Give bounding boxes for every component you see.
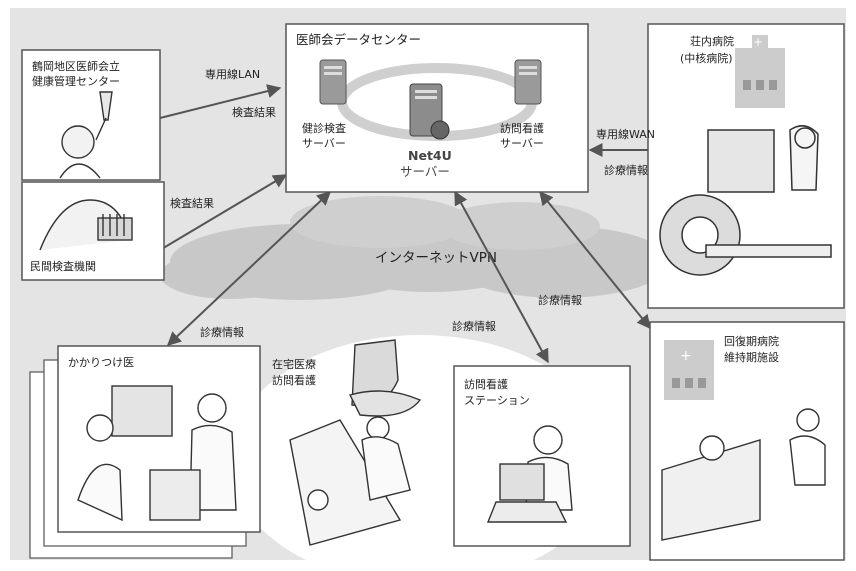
label-info-1: 診療情報 — [604, 163, 648, 177]
link-tsuruoka-center — [151, 84, 282, 121]
homecare-label-1: 在宅医療 — [272, 357, 316, 371]
shonai-label-2: (中核病院) — [680, 51, 733, 65]
server-icon-right — [514, 59, 542, 105]
label-info-4: 診療情報 — [452, 319, 496, 333]
net4u-sublabel: サーバー — [400, 164, 450, 179]
vpn-label: インターネットVPN — [375, 250, 497, 266]
scientist-illustration — [59, 91, 113, 179]
label-info-3: 診療情報 — [200, 325, 244, 339]
recovery-hospital-box: + 回復期病院 維持期施設 — [649, 321, 845, 561]
connection-lines — [151, 84, 680, 364]
recovery-building-icon: + — [664, 340, 714, 400]
server-icon-left — [319, 59, 347, 105]
lab-label: 民間検査機関 — [30, 259, 96, 273]
station-label-1: 訪問看護 — [464, 377, 508, 391]
shonai-label-1: 荘内病院 — [690, 34, 734, 48]
server-left-label-1: 健診検査 — [302, 121, 346, 135]
link-center-recovery — [539, 190, 651, 330]
nurse-station-box: 訪問看護 ステーション — [453, 365, 631, 547]
label-results-2: 検査結果 — [170, 196, 214, 210]
private-lab-box: 民間検査機関 — [21, 181, 165, 281]
shonai-hospital-box: + 荘内病院 (中核病院) — [647, 23, 845, 309]
clinic-label: かかりつけ医 — [68, 356, 134, 369]
tsuruoka-center-box: 鶴岡地区医師会立 健康管理センター — [21, 49, 161, 181]
homecare-illustration — [289, 339, 422, 546]
data-center-box: 医師会データセンター 健診検査 サーバー 訪問看護 サーバー Net4U サーバ… — [285, 23, 589, 193]
label-wan: 専用線WAN — [596, 127, 655, 141]
server-icon-main — [409, 83, 450, 140]
station-label-2: ステーション — [464, 394, 530, 407]
recovery-label-2: 維持期施設 — [724, 350, 779, 364]
tsuruoka-label-1: 鶴岡地区医師会立 — [32, 59, 120, 73]
link-center-clinic — [166, 191, 332, 346]
server-right-label-2: サーバー — [500, 137, 544, 150]
server-left-label-2: サーバー — [302, 137, 346, 150]
clinic-box: かかりつけ医 — [29, 345, 261, 559]
doctor-patient-illustration — [77, 385, 237, 522]
server-right-label-1: 訪問看護 — [500, 121, 544, 135]
lab-person-illustration — [39, 199, 133, 251]
label-info-2: 診療情報 — [538, 293, 582, 307]
ct-scanner-illustration — [659, 125, 832, 276]
tsuruoka-label-2: 健康管理センター — [32, 74, 120, 88]
hospital-building-icon: + — [735, 35, 785, 108]
homecare-label-2: 訪問看護 — [272, 373, 316, 387]
recovery-label-1: 回復期病院 — [724, 334, 779, 348]
nurse-computer-illustration — [486, 425, 573, 523]
patient-bed-illustration — [661, 408, 826, 541]
label-results-1: 検査結果 — [232, 105, 276, 119]
svg-text:+: + — [680, 348, 692, 364]
net4u-label: Net4U — [408, 148, 452, 163]
label-lan: 専用線LAN — [205, 67, 260, 81]
svg-text:+: + — [753, 35, 763, 49]
data-center-title: 医師会データセンター — [296, 32, 421, 47]
link-center-station — [454, 190, 549, 364]
